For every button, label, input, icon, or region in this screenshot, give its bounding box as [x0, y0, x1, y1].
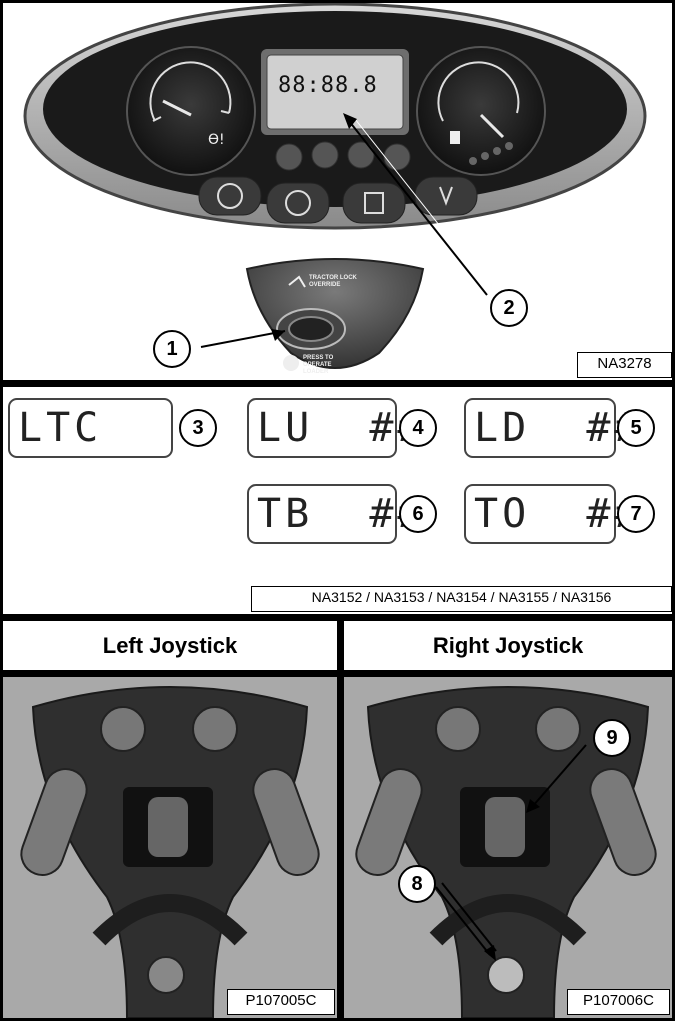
- lcd-code-to: TO ##: [464, 484, 639, 544]
- left-gauge: ϴ!: [126, 46, 256, 176]
- callout-7: 7: [617, 495, 655, 533]
- callout-2: 2: [490, 289, 528, 327]
- right-gauge: [416, 46, 546, 176]
- callout-6: 6: [399, 495, 437, 533]
- tractor-lock-override-pad: [245, 258, 425, 371]
- figure-id-right-joystick: P107006C: [567, 989, 670, 1015]
- lock-override-label: TRACTOR LOCK OVERRIDE: [309, 275, 357, 288]
- right-joystick-panel: 8 9 P107006C: [344, 677, 672, 1018]
- lcd-code-tb: TB ##: [247, 484, 422, 544]
- callout-1: 1: [153, 330, 191, 368]
- figure-id-codes: NA3152 / NA3153 / NA3154 / NA3155 / NA31…: [251, 586, 672, 612]
- left-joystick-title: Left Joystick: [3, 622, 337, 670]
- operate-loader-label: PRESS TO OPERATE LOADER: [303, 355, 334, 375]
- dashboard-panel: ϴ!: [3, 3, 672, 380]
- dashboard-lcd-digits: 88:88.8: [278, 73, 378, 98]
- svg-text:ϴ!: ϴ!: [208, 132, 225, 148]
- callout-8: 8: [398, 865, 436, 903]
- dashboard-button-row: [198, 176, 478, 224]
- lcd-code-lu: LU ##: [247, 398, 422, 458]
- callout-5: 5: [617, 409, 655, 447]
- display-codes-panel: LTC 3 LU ## 4 LD ## 5 TB ## 6 TO ## 7 NA…: [3, 387, 672, 614]
- figure-id-dashboard: NA3278: [577, 352, 672, 378]
- right-joystick-title: Right Joystick: [344, 622, 672, 670]
- figure-id-left-joystick: P107005C: [227, 989, 335, 1015]
- callout-9: 9: [593, 719, 631, 757]
- callout-4: 4: [399, 409, 437, 447]
- callout-3: 3: [179, 409, 217, 447]
- left-joystick-panel: P107005C: [3, 677, 337, 1018]
- lcd-code-ld: LD ##: [464, 398, 639, 458]
- dashboard-illustration: ϴ!: [23, 3, 647, 371]
- left-joystick-illustration: [20, 686, 320, 1018]
- lcd-code-ltc: LTC: [8, 398, 173, 458]
- right-joystick-illustration: [355, 686, 657, 1018]
